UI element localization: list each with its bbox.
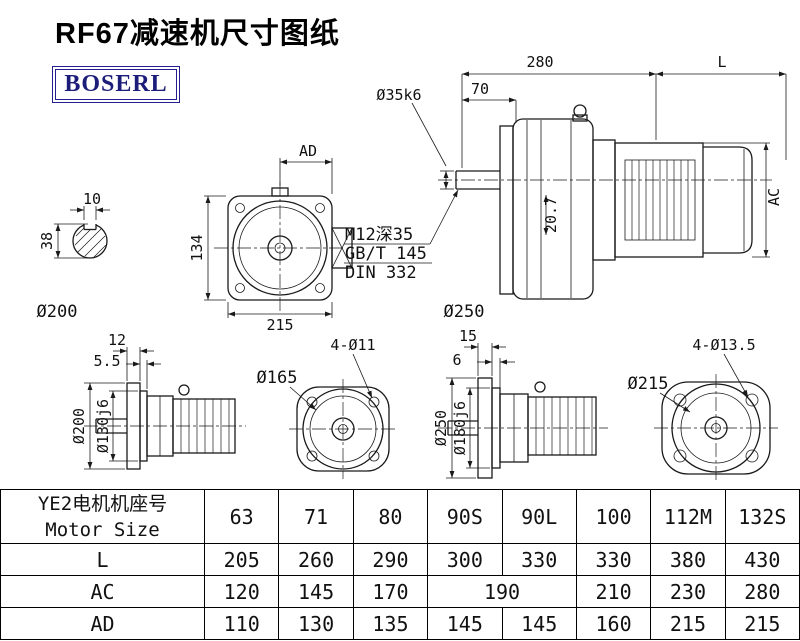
dim-shaft-height: 38 xyxy=(38,232,56,250)
dim-215: 215 xyxy=(266,316,293,334)
view-side-small-2: 15 6 Ø250 Ø180j6 xyxy=(432,327,608,479)
header-cn: YE2电机机座号 xyxy=(37,492,168,515)
col-header-80: 80 xyxy=(352,489,429,544)
cell-L-132S: 430 xyxy=(724,543,800,576)
dim-15: 15 xyxy=(459,327,477,345)
view-flange-165: Ø165 4-Ø11 xyxy=(257,336,397,479)
eye-bolt xyxy=(573,104,587,118)
page-title: RF67减速机尺寸图纸 xyxy=(55,18,340,50)
cell-AC-90: 190 xyxy=(427,575,577,608)
table-row-AC: AC 120 145 170 190 210 230 280 xyxy=(0,575,800,608)
drawing-canvas: 10 38 AD xyxy=(37,53,787,482)
row-label-AD: AD xyxy=(0,607,205,640)
col-header-90S: 90S xyxy=(427,489,503,544)
cell-AD-90L: 145 xyxy=(501,607,577,640)
dim-keyway-width: 10 xyxy=(83,190,101,208)
dim-AD: AD xyxy=(299,142,317,160)
table-row-AD: AD 110 130 135 145 145 160 215 215 xyxy=(0,607,800,640)
table-header-row: YE2电机机座号 Motor Size 63 71 80 90S 90L 100… xyxy=(0,489,800,544)
terminal-box-front xyxy=(331,227,353,269)
cell-AD-132S: 215 xyxy=(724,607,800,640)
view-shaft-section: 10 38 xyxy=(38,190,110,259)
note-standard-gbt: GB/T 145 xyxy=(345,244,427,264)
row-label-L: L xyxy=(0,543,205,576)
dim-o165: Ø165 xyxy=(257,368,298,388)
dim-flange-o200: Ø200 xyxy=(70,408,88,444)
dim-6: 6 xyxy=(452,351,461,369)
table-row-L: L 205 260 290 300 330 330 380 430 xyxy=(0,543,800,576)
row-label-AC: AC xyxy=(0,575,205,608)
eye-bolt-front xyxy=(271,187,289,197)
cell-L-112M: 380 xyxy=(650,543,726,576)
cell-AC-80: 170 xyxy=(352,575,429,608)
cell-L-71: 260 xyxy=(278,543,354,576)
label-flange-o250: Ø250 xyxy=(444,302,485,322)
note-thread: M12深35 xyxy=(345,225,413,245)
cell-L-100: 330 xyxy=(575,543,652,576)
col-header-71: 71 xyxy=(278,489,354,544)
eye-bolt-small-2 xyxy=(534,381,546,393)
header-en: Motor Size xyxy=(45,518,160,541)
cell-AC-112M: 230 xyxy=(650,575,726,608)
table-header-motor-size: YE2电机机座号 Motor Size xyxy=(0,489,205,544)
brand-logo-box: BOSERL xyxy=(52,66,180,103)
cell-AD-80: 135 xyxy=(352,607,429,640)
label-flange-o200: Ø200 xyxy=(37,302,78,322)
dim-spigot-o180: Ø180j6 xyxy=(451,401,469,455)
cell-AC-100: 210 xyxy=(575,575,652,608)
cell-AC-132S: 280 xyxy=(724,575,800,608)
cell-L-63: 205 xyxy=(203,543,280,576)
dim-5-5: 5.5 xyxy=(93,352,120,370)
dim-70: 70 xyxy=(471,80,489,98)
dim-flange-o250: Ø250 xyxy=(432,410,450,446)
cell-AC-63: 120 xyxy=(203,575,280,608)
cell-AD-112M: 215 xyxy=(650,607,726,640)
dim-shaft-diameter: Ø35k6 xyxy=(376,86,421,104)
dim-280: 280 xyxy=(526,53,553,71)
dim-spigot-o130: Ø130j6 xyxy=(94,399,112,453)
dim-12: 12 xyxy=(108,331,126,349)
cell-AD-63: 110 xyxy=(203,607,280,640)
cell-AD-100: 160 xyxy=(575,607,652,640)
col-header-100: 100 xyxy=(575,489,652,544)
dim-AC: AC xyxy=(765,188,783,206)
view-side-main: 280 L 70 Ø35k6 M12深35 GB/T 145 DIN 332 2… xyxy=(344,53,787,322)
motor-size-table: YE2电机机座号 Motor Size 63 71 80 90S 90L 100… xyxy=(0,489,800,640)
dim-L: L xyxy=(717,53,726,71)
dim-o215: Ø215 xyxy=(628,374,669,394)
cell-AD-90S: 145 xyxy=(427,607,503,640)
view-front-main: AD 134 215 Ø200 xyxy=(37,142,353,334)
cell-L-90L: 330 xyxy=(501,543,577,576)
view-side-small-1: 12 5.5 Ø200 Ø130j6 xyxy=(70,331,246,470)
note-standard-din: DIN 332 xyxy=(345,263,417,283)
eye-bolt-small-1 xyxy=(178,384,190,396)
dim-134: 134 xyxy=(188,234,206,261)
dim-bolt-holes-11: 4-Ø11 xyxy=(330,336,375,354)
brand-logo-text: BOSERL xyxy=(64,71,168,97)
dim-20-7: 20.7 xyxy=(542,197,560,233)
col-header-63: 63 xyxy=(203,489,280,544)
cell-L-80: 290 xyxy=(352,543,429,576)
view-flange-215: Ø215 4-Ø13.5 xyxy=(628,336,778,482)
col-header-132S: 132S xyxy=(724,489,800,544)
col-header-90L: 90L xyxy=(501,489,577,544)
cell-AC-71: 145 xyxy=(278,575,354,608)
col-header-112M: 112M xyxy=(650,489,726,544)
cell-L-90S: 300 xyxy=(427,543,503,576)
cell-AD-71: 130 xyxy=(278,607,354,640)
fan-cover xyxy=(703,146,753,254)
dim-bolt-holes-13-5: 4-Ø13.5 xyxy=(692,336,755,354)
